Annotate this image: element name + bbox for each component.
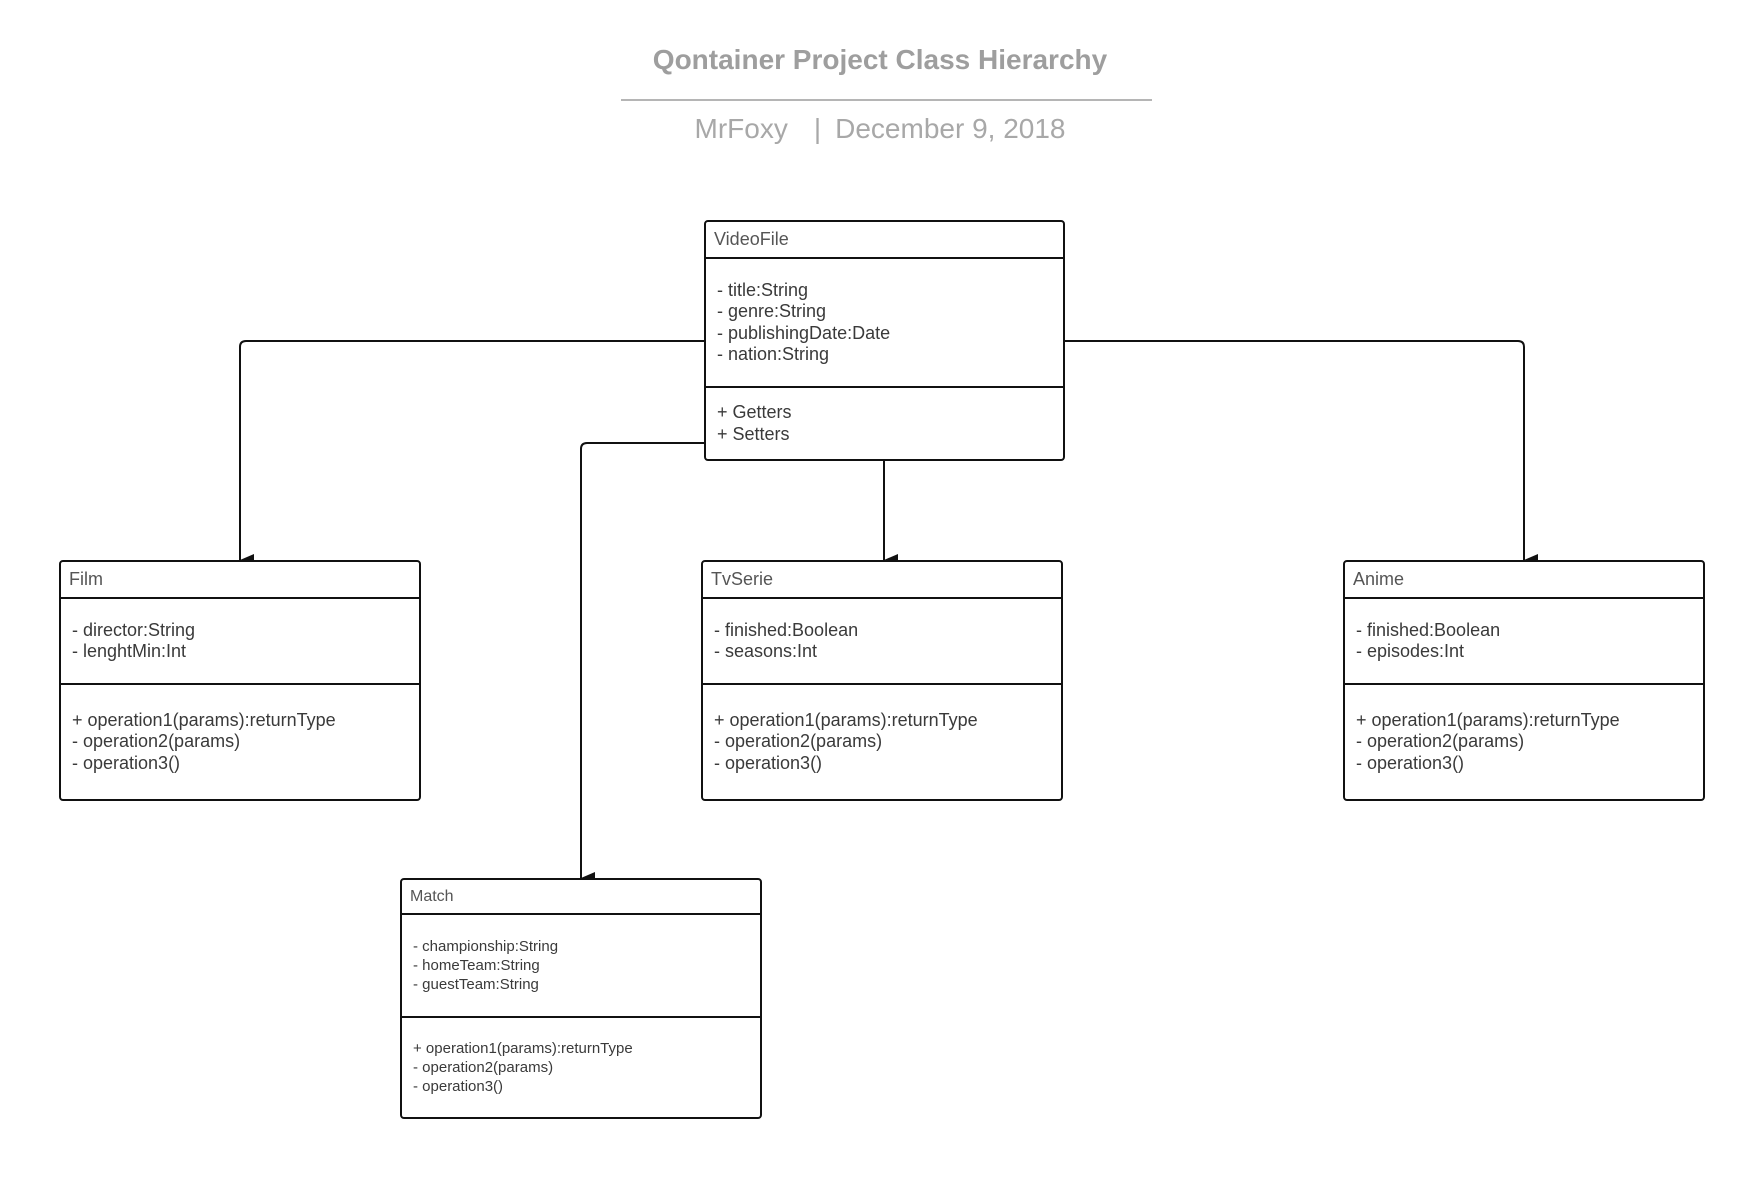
- operation-item: + operation1(params):returnType: [413, 1040, 633, 1057]
- attribute-item: - lenghtMin:Int: [72, 641, 187, 661]
- class-box-film[interactable]: Film - director:String - lenghtMin:Int +…: [59, 560, 421, 801]
- attribute-item: - homeTeam:String: [413, 957, 540, 974]
- class-box-anime[interactable]: Anime - finished:Boolean - episodes:Int …: [1343, 560, 1705, 801]
- operation-item: + operation1(params):returnType: [72, 709, 336, 730]
- attribute-item: - guestTeam:String: [413, 976, 539, 993]
- attributes-section: - championship:String - homeTeam:String …: [402, 915, 760, 1018]
- diagram-subtitle: MrFoxy | December 9, 2018: [0, 113, 1760, 145]
- operation-item: - operation3(): [413, 1078, 504, 1095]
- attributes-section: - finished:Boolean - seasons:Int: [703, 599, 1061, 685]
- attribute-item: - genre:String: [717, 301, 827, 321]
- operation-item: + operation1(params):returnType: [714, 709, 978, 730]
- class-name: TvSerie: [703, 562, 1061, 599]
- attributes-section: - title:String - genre:String - publishi…: [706, 259, 1063, 388]
- class-box-match[interactable]: Match - championship:String - homeTeam:S…: [400, 878, 762, 1119]
- connector-videofile-anime: [1064, 340, 1538, 566]
- operations-section: + operation1(params):returnType - operat…: [1345, 685, 1703, 799]
- connector-videofile-match: [580, 442, 707, 884]
- attribute-item: - seasons:Int: [714, 641, 818, 661]
- class-box-videofile[interactable]: VideoFile - title:String - genre:String …: [704, 220, 1065, 461]
- operations-section: + operation1(params):returnType - operat…: [61, 685, 419, 799]
- subtitle-separator: |: [813, 113, 822, 144]
- title-divider: [621, 99, 1152, 101]
- attributes-section: - director:String - lenghtMin:Int: [61, 599, 419, 685]
- operation-item: + Getters: [717, 402, 792, 422]
- attribute-item: - episodes:Int: [1356, 641, 1465, 661]
- operations-section: + operation1(params):returnType - operat…: [703, 685, 1061, 799]
- author-name: MrFoxy: [694, 113, 788, 144]
- attribute-item: - nation:String: [717, 344, 830, 364]
- operation-item: - operation3(): [714, 752, 823, 773]
- class-box-tvserie[interactable]: TvSerie - finished:Boolean - seasons:Int…: [701, 560, 1063, 801]
- class-name: Film: [61, 562, 419, 599]
- class-name: VideoFile: [706, 222, 1063, 259]
- attribute-item: - title:String: [717, 279, 809, 300]
- operation-item: - operation3(): [72, 752, 181, 773]
- class-name: Match: [402, 880, 760, 915]
- operations-section: + operation1(params):returnType - operat…: [402, 1018, 760, 1117]
- operation-item: - operation2(params): [72, 731, 241, 752]
- operations-section: + Getters + Setters: [706, 388, 1063, 459]
- diagram-date: December 9, 2018: [835, 113, 1066, 144]
- attribute-item: - championship:String: [413, 938, 559, 955]
- attribute-item: - finished:Boolean: [714, 619, 859, 640]
- diagram-title: Qontainer Project Class Hierarchy: [652, 44, 1108, 75]
- operation-item: - operation2(params): [413, 1059, 554, 1076]
- operation-item: + Setters: [717, 423, 790, 444]
- connector-videofile-film: [239, 340, 707, 566]
- operation-item: - operation2(params): [714, 731, 883, 752]
- attribute-item: - finished:Boolean: [1356, 619, 1501, 640]
- attribute-item: - director:String: [72, 619, 196, 640]
- operation-item: + operation1(params):returnType: [1356, 709, 1620, 730]
- attribute-item: - publishingDate:Date: [717, 322, 891, 343]
- operation-item: - operation3(): [1356, 752, 1465, 773]
- operation-item: - operation2(params): [1356, 731, 1525, 752]
- class-name: Anime: [1345, 562, 1703, 599]
- attributes-section: - finished:Boolean - episodes:Int: [1345, 599, 1703, 685]
